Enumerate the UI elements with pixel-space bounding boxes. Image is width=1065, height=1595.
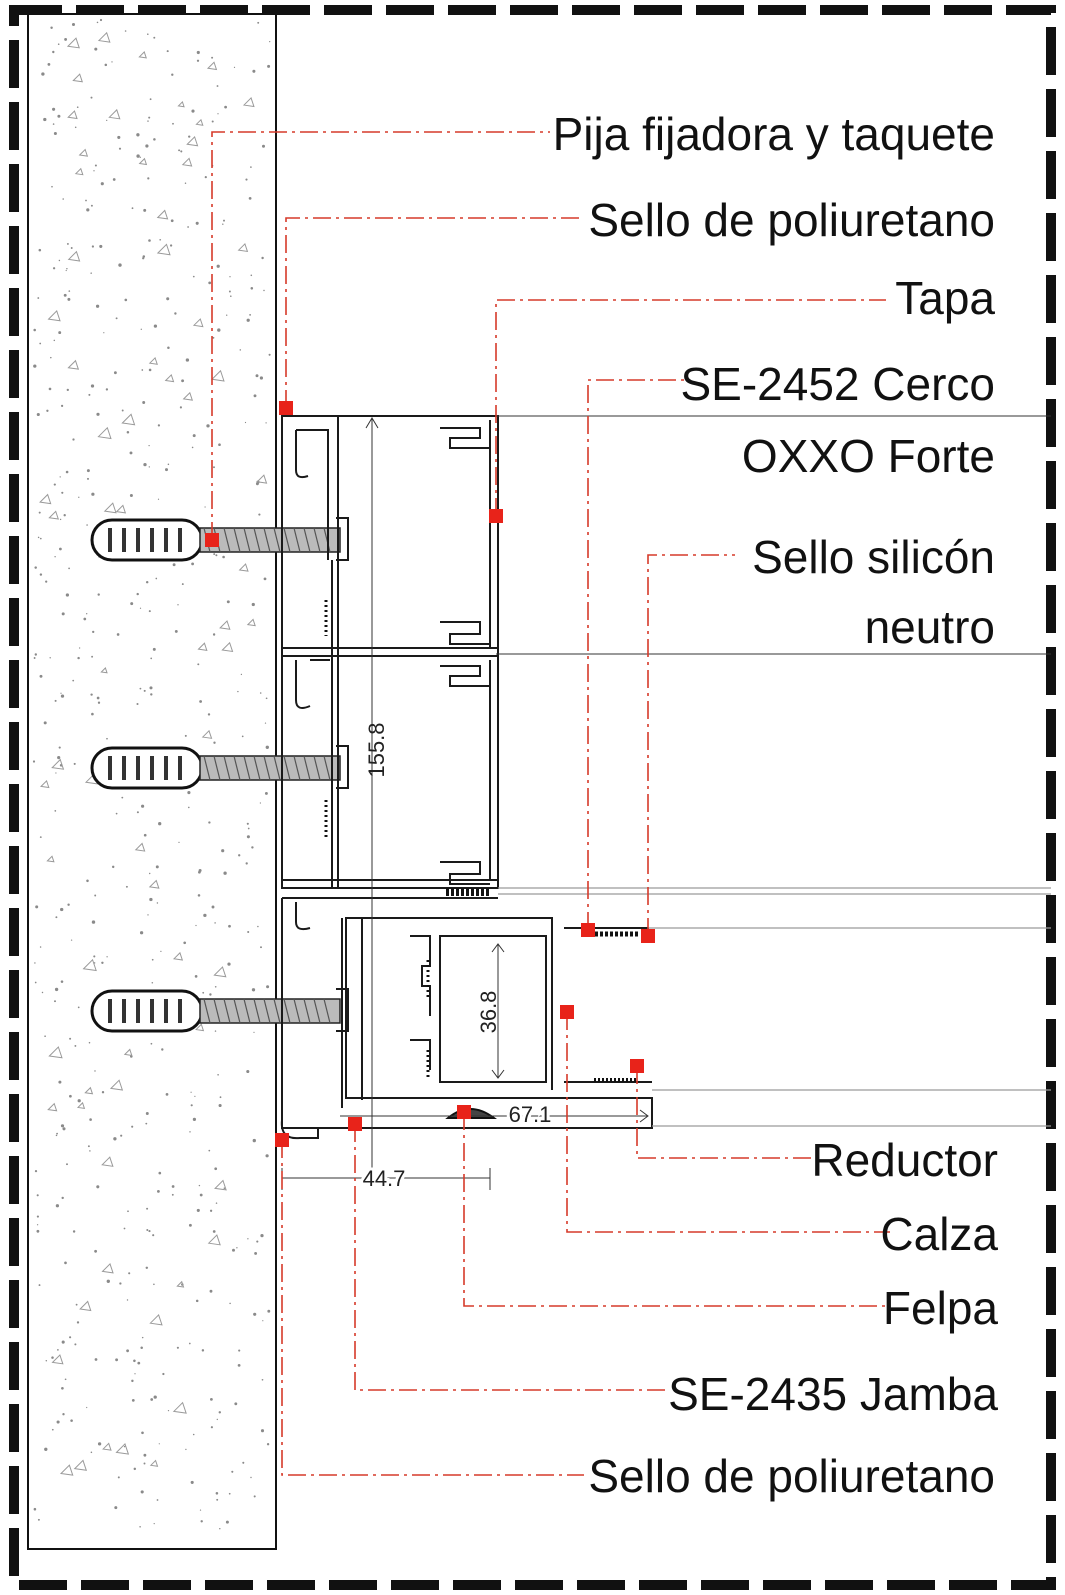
label-sello-bottom: Sello de poliuretano <box>588 1450 995 1502</box>
marker-sello-top <box>279 401 293 415</box>
label-calza: Calza <box>880 1208 998 1260</box>
marker-silicon <box>641 929 655 943</box>
concrete-wall <box>27 13 277 1550</box>
anchor-screws <box>90 517 349 1033</box>
dimension-width-total: 67.1 <box>509 1102 552 1127</box>
label-tapa: Tapa <box>895 272 995 324</box>
marker-pija <box>205 533 219 547</box>
leader-markers <box>205 401 655 1147</box>
label-silicon-line2: neutro <box>865 601 995 653</box>
marker-felpa <box>457 1105 471 1119</box>
label-jamba: SE-2435 Jamba <box>668 1368 998 1420</box>
dimension-height-frame: 155.8 <box>364 722 389 777</box>
frame-profile <box>281 415 1051 931</box>
callout-labels: Pija fijadora y taquete Sello de poliure… <box>553 108 999 1502</box>
label-cerco-line2: OXXO Forte <box>742 430 995 482</box>
marker-cerco <box>581 923 595 937</box>
label-pija: Pija fijadora y taquete <box>553 108 995 160</box>
label-reductor: Reductor <box>811 1134 998 1186</box>
marker-sello-bottom <box>275 1133 289 1147</box>
concrete-speckles <box>32 18 271 1530</box>
leader-lines <box>211 131 890 1476</box>
marker-tapa <box>489 509 503 523</box>
drawing-border <box>9 5 1056 1590</box>
anchor-screw <box>90 988 349 1033</box>
label-cerco: SE-2452 Cerco <box>681 358 996 410</box>
anchor-screw <box>90 745 349 790</box>
marker-calza <box>560 1005 574 1019</box>
label-felpa: Felpa <box>883 1282 998 1334</box>
jamb-profile <box>280 887 1051 1140</box>
marker-reductor <box>630 1059 644 1073</box>
dimension-lines <box>281 417 649 1190</box>
label-silicon: Sello silicón <box>752 531 995 583</box>
label-sello-top: Sello de poliuretano <box>588 194 995 246</box>
marker-jamba <box>348 1117 362 1131</box>
dimension-width-jamb: 44.7 <box>363 1166 406 1191</box>
dimension-height-reducer: 36.8 <box>476 991 501 1034</box>
